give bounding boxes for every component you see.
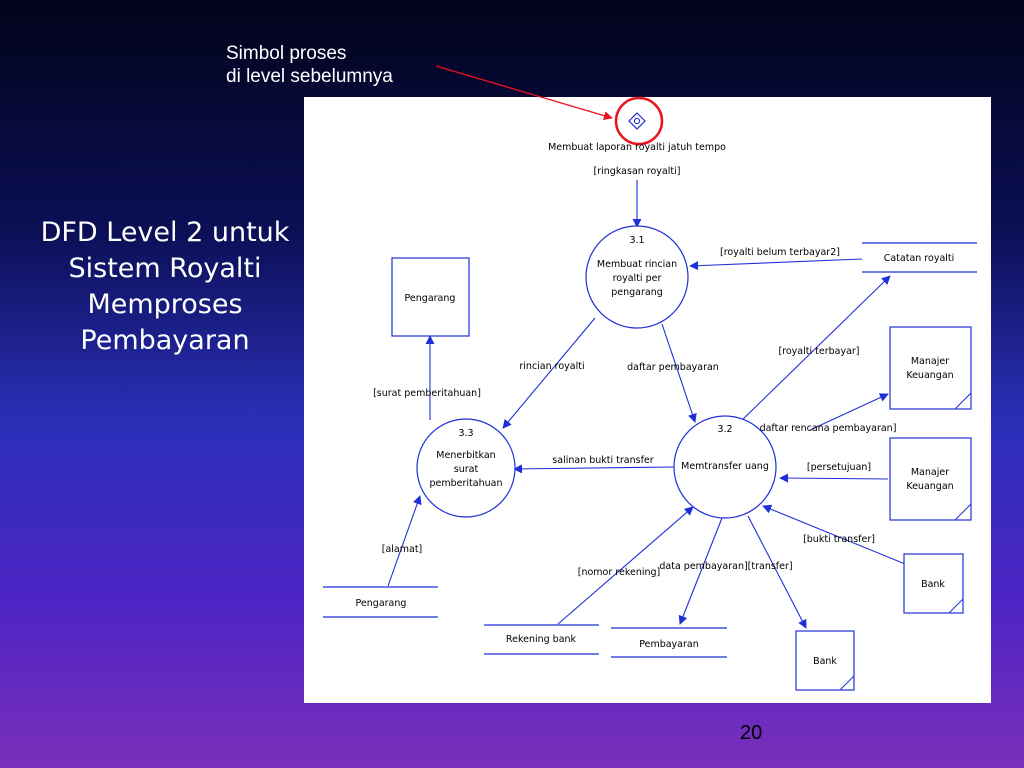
process-3-3: 3.3 Menerbitkan surat pemberitahuan (416, 418, 516, 518)
entity-bank-1-label: Bank (921, 579, 945, 590)
store-catatan-royalti-label: Catatan royalti (884, 253, 955, 264)
process-3-2-id: 3.2 (717, 424, 732, 435)
label-royalti-belum-terbayar: [royalti belum terbayar2] (720, 247, 840, 258)
flow-royalti-terbayar (737, 275, 891, 425)
entity-manajer-keuangan-2: Manajer Keuangan (889, 437, 972, 521)
callout-text: Simbol proses di level sebelumnya (226, 43, 393, 87)
store-rekening-bank-label: Rekening bank (506, 634, 577, 645)
entity-manajer-1-line-2: Keuangan (906, 370, 953, 381)
entity-bank-2-label: Bank (813, 656, 837, 667)
page-number: 20 (740, 722, 763, 744)
store-pengarang: Pengarang (323, 586, 438, 618)
flow-salinan-bukti-transfer (513, 464, 675, 474)
label-salinan-bukti-transfer: salinan bukti transfer (552, 455, 653, 466)
slide-title: DFD Level 2 untuk Sistem Royalti Mempros… (40, 217, 290, 356)
label-ringkasan: [ringkasan royalti] (594, 166, 681, 177)
callout-arrow (435, 65, 613, 121)
process-3-2-line-1: Memtransfer uang (681, 461, 769, 472)
label-rincian-royalti: rincian royalti (519, 361, 584, 372)
flow-nomor-rekening (557, 506, 694, 625)
process-3-1-line-3: pengarang (611, 287, 663, 298)
process-3-1-id: 3.1 (629, 235, 644, 246)
label-surat-pemberitahuan: [surat pemberitahuan] (373, 388, 481, 399)
diagram-canvas (304, 97, 991, 703)
process-3-2: 3.2 Memtransfer uang (673, 415, 777, 519)
label-nomor-rekening: [nomor rekening] (578, 567, 661, 578)
label-daftar-pembayaran: daftar pembayaran (627, 362, 719, 373)
highlight-circle (614, 96, 664, 146)
store-pembayaran-label: Pembayaran (639, 639, 699, 650)
entity-manajer-keuangan-1: Manajer Keuangan (889, 326, 972, 410)
process-3-1-line-1: Membuat rincian (597, 259, 677, 270)
label-data-pembayaran-transfer: data pembayaran][transfer] (659, 561, 792, 572)
process-3-3-line-2: surat (454, 464, 479, 475)
flow-persetujuan (779, 473, 889, 483)
store-rekening-bank: Rekening bank (484, 624, 599, 655)
process-3-1-line-2: royalti per (613, 273, 662, 284)
entity-manajer-2-line-2: Keuangan (906, 481, 953, 492)
label-alamat: [alamat] (382, 544, 423, 555)
flow-daftar-rencana (809, 393, 889, 431)
store-pembayaran: Pembayaran (611, 627, 727, 658)
label-persetujuan: [persetujuan] (807, 462, 871, 473)
entity-bank-1: Bank (903, 553, 964, 614)
entity-bank-2: Bank (795, 630, 855, 691)
entity-pengarang: Pengarang (391, 257, 470, 337)
top-process-label: Membuat laporan royalti jatuh tempo (548, 142, 726, 153)
label-royalti-terbayar: [royalti terbayar] (778, 346, 859, 357)
flow-rincian-royalti (502, 317, 596, 429)
flow-bukti-transfer (762, 504, 911, 567)
label-daftar-rencana: daftar rencana pembayaran] (760, 423, 897, 434)
entity-manajer-2-line-1: Manajer (911, 467, 949, 478)
flow-daftar-pembayaran (661, 323, 697, 423)
label-bukti-transfer: [bukti transfer] (803, 534, 875, 545)
store-pengarang-label: Pengarang (356, 598, 407, 609)
flow-royalti-belum-terbayar (689, 258, 863, 271)
entity-pengarang-label: Pengarang (405, 293, 456, 304)
process-3-3-line-1: Menerbitkan (436, 450, 495, 461)
store-catatan-royalti: Catatan royalti (862, 242, 977, 273)
flow-alamat (387, 495, 422, 587)
process-3-1: 3.1 Membuat rincian royalti per pengaran… (585, 225, 689, 329)
process-3-3-id: 3.3 (458, 428, 473, 439)
entity-manajer-1-line-1: Manajer (911, 356, 949, 367)
previous-level-process-symbol (628, 112, 646, 130)
process-3-3-line-3: pemberitahuan (430, 478, 503, 489)
flow-transfer (747, 515, 807, 629)
flow-data-pembayaran (678, 517, 723, 625)
